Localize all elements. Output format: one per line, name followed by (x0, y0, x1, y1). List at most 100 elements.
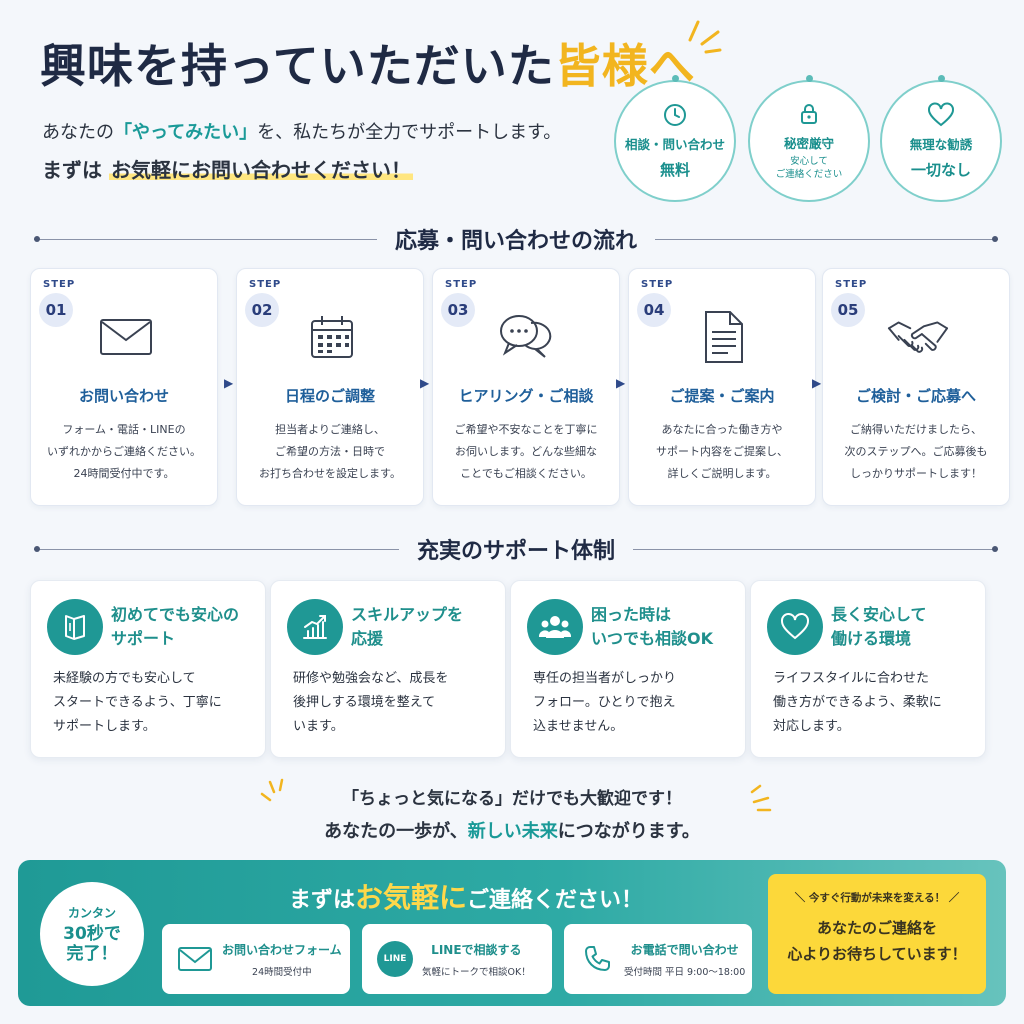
badge-label: 無理な勧誘 (909, 137, 973, 152)
card-title-line: スキルアップを (351, 605, 464, 624)
badge-small-2: ご連絡ください (775, 168, 843, 180)
flow-heading: 応募・問い合わせの流れ (34, 224, 999, 254)
card-description: 研修や勉強会など、成長を後押しする環境を整えています。 (293, 667, 448, 739)
step-number: 05 (831, 293, 865, 327)
step-number: 01 (39, 293, 73, 327)
support-card-skillup: スキルアップを応援 研修や勉強会など、成長を後押しする環境を整えています。 (270, 580, 506, 758)
message-line2-pre: あなたの一歩が、 (324, 821, 468, 842)
step-tag: STEP (641, 279, 674, 290)
step-desc-line: 詳しくご説明します。 (667, 467, 777, 480)
step-tag: STEP (249, 279, 282, 290)
card-description: 未経験の方でも安心してスタートできるよう、丁寧にサポートします。 (53, 667, 222, 739)
lock-icon (801, 103, 817, 124)
card-description: ライフスタイルに合わせた働き方ができるよう、柔軟に対応します。 (773, 667, 942, 739)
flow-heading-text: 応募・問い合わせの流れ (395, 228, 638, 254)
step-desc-line: 24時間受付中です。 (73, 467, 175, 480)
card-title-line: 長く安心して (831, 605, 927, 624)
card-title: 初めてでも安心のサポート (111, 603, 239, 651)
cta-banner: カンタン 30秒で完了！ まずはお気軽にご連絡ください！ お問い合わせフォーム … (18, 860, 1006, 1006)
step-desc-line: ご希望の方法・日時で (275, 445, 385, 458)
card-desc-line: 研修や勉強会など、成長を (293, 671, 449, 686)
card-desc-line: スタートできるよう、丁寧に (53, 695, 222, 710)
button-subtitle: 気軽にトークで相談OK！ (422, 966, 531, 978)
badge-free: 相談・問い合わせ 無料 (614, 75, 736, 202)
card-title-line: 困った時は (591, 605, 672, 624)
step-desc-line: いずれかからご連絡ください。 (47, 445, 201, 458)
heart-icon (767, 599, 823, 655)
lead2-pre: まずは (42, 158, 102, 182)
step-title: お問い合わせ (78, 387, 169, 405)
growth-chart-icon (287, 599, 343, 655)
step-tag: STEP (43, 279, 76, 290)
step-description: 担当者よりご連絡し、 ご希望の方法・日時で お打ち合わせを設定します。 (245, 419, 415, 485)
phone-contact-button[interactable]: お電話で問い合わせ 受付時間 平日 9:00〜18:00 (564, 924, 752, 994)
chevron-right-icon: ▶ (616, 376, 626, 390)
waiting-message-top: ＼ 今すぐ行動が未来を変える！ ／ (794, 892, 960, 904)
message-line2-highlight: 新しい未来 (467, 821, 558, 842)
cta-head-pre: まずは (288, 888, 355, 913)
divider-line (34, 546, 399, 552)
card-desc-line: 込ませません。 (533, 719, 624, 734)
step-title: ご提案・ご案内 (669, 387, 775, 405)
button-subtitle: 受付時間 平日 9:00〜18:00 (624, 966, 746, 978)
cta-heading: まずはお気軽にご連絡ください！ (166, 876, 766, 916)
divider-line (655, 236, 999, 242)
badge-small: 安心してご連絡ください (776, 156, 843, 182)
support-card-beginner: 初めてでも安心のサポート 未経験の方でも安心してスタートできるよう、丁寧にサポー… (30, 580, 266, 758)
card-desc-line: います。 (293, 719, 344, 734)
step-desc-line: しっかりサポートします！ (850, 467, 982, 480)
card-title-line: サポート (111, 629, 176, 648)
message-line-2: あなたの一歩が、新しい未来につながります。 (0, 817, 1024, 843)
button-text: お電話で問い合わせ 受付時間 平日 9:00〜18:00 (624, 941, 745, 978)
waiting-message-line-1: あなたのご連絡を (816, 919, 937, 937)
step-description: フォーム・電話・LINEの いずれかからご連絡ください。 24時間受付中です。 (39, 419, 209, 485)
card-title-line: 応援 (351, 629, 384, 648)
quick-badge-main: 30秒で完了！ (63, 923, 121, 964)
quick-badge-line-3: 完了！ (66, 943, 118, 964)
step-desc-line: フォーム・電話・LINEの (62, 423, 186, 436)
button-title: お電話で問い合わせ (630, 942, 739, 957)
card-title-line: いつでも相談OK (591, 629, 714, 648)
chevron-right-icon: ▶ (812, 376, 822, 390)
card-desc-line: 後押しする環境を整えて (293, 695, 436, 710)
button-text: LINEで相談する 気軽にトークで相談OK！ (422, 941, 531, 978)
phone-icon (578, 940, 616, 978)
button-title: LINEで相談する (431, 942, 522, 957)
lead1-post: を、私たちが全力でサポートします。 (257, 122, 562, 143)
step-tag: STEP (445, 279, 478, 290)
button-subtitle: 24時間受付中 (252, 966, 312, 978)
quick-badge-line-2: 30秒で (63, 923, 121, 944)
line-logo-text: LINE (377, 941, 413, 977)
clock-icon (664, 104, 686, 126)
book-icon (47, 599, 103, 655)
step-desc-line: 次のステップへ。ご応募後も (844, 445, 988, 458)
contact-form-button[interactable]: お問い合わせフォーム 24時間受付中 (162, 924, 350, 994)
step-description: あなたに合った働き方や サポート内容をご提案し、 詳しくご説明します。 (637, 419, 807, 485)
calendar-icon (301, 309, 363, 365)
support-card-environment: 長く安心して働ける環境 ライフスタイルに合わせた働き方ができるよう、柔軟に対応し… (750, 580, 986, 758)
message-line2-post: につながります。 (557, 821, 700, 842)
line-consult-button[interactable]: LINE LINEで相談する 気軽にトークで相談OK！ (362, 924, 552, 994)
step-description: ご納得いただけましたら、 次のステップへ。ご応募後も しっかりサポートします！ (831, 419, 1001, 485)
step-number: 04 (637, 293, 671, 327)
badge-confidential: 秘密厳守 安心してご連絡ください (748, 75, 870, 202)
badge-small-1: 安心して (790, 155, 828, 167)
step-number: 02 (245, 293, 279, 327)
waiting-message-box: ＼ 今すぐ行動が未来を変える！ ／ あなたのご連絡を心よりお待ちしています！ (768, 874, 986, 994)
step-card-05: STEP 05 ご検討・ご応募へ ご納得いただけましたら、 次のステップへ。ご応… (822, 268, 1010, 506)
lead1-pre: あなたの (42, 122, 114, 143)
lead-text-2: まずは お気軽にお問い合わせください！ (42, 154, 413, 183)
cta-head-accent: お気軽に (354, 881, 467, 914)
support-heading-text: 充実のサポート体制 (417, 538, 616, 564)
chevron-right-icon: ▶ (224, 376, 234, 390)
sparkle-icon (750, 784, 772, 812)
divider-line (34, 236, 377, 242)
envelope-icon (95, 309, 157, 365)
waiting-message-line-2: 心よりお待ちしています！ (787, 945, 967, 963)
lead2-marker: お気軽にお問い合わせください！ (108, 158, 413, 182)
cta-head-post: ご連絡ください！ (467, 888, 644, 913)
sparkle-icon (688, 20, 722, 54)
line-logo-icon: LINE (376, 940, 414, 978)
step-card-02: STEP 02 日程のご調整 担当者よりご連絡し、 ご希望の方法・日時で お打ち… (236, 268, 424, 506)
badge-no-pressure: 無理な勧誘 一切なし (880, 75, 1002, 202)
